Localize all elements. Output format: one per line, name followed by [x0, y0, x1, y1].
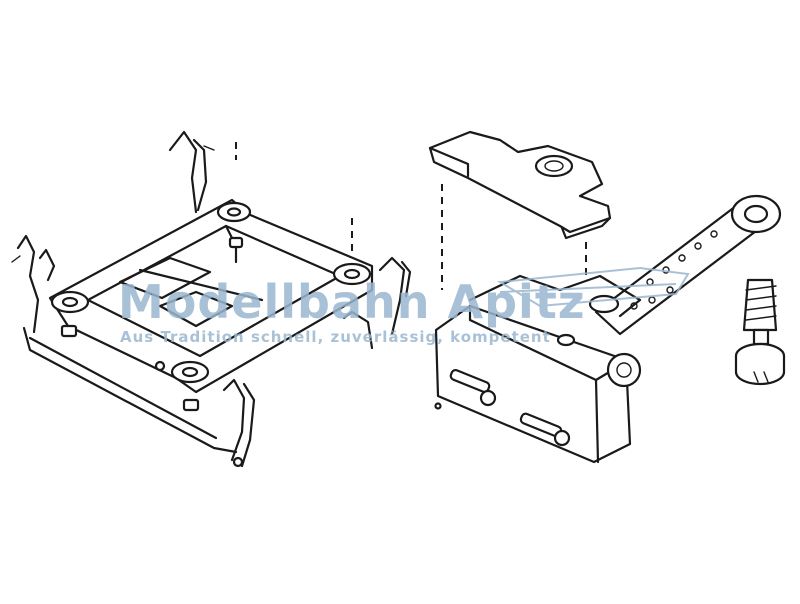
- pin-mid: [154, 360, 166, 372]
- brake-shoe-front: [240, 382, 256, 468]
- watermark-rail-mark: [496, 266, 690, 308]
- arm-hole: [710, 230, 718, 238]
- frame-eye-left-hole: [61, 296, 79, 308]
- gear-hub: [616, 362, 632, 378]
- roller-axle-1: [449, 368, 491, 394]
- watermark-main-text: Modellbahn Apitz: [118, 275, 586, 329]
- bracket-hole-inner: [544, 160, 564, 172]
- worm-screw-drawing: [734, 278, 786, 386]
- frame-eye-rear-hole: [226, 207, 242, 217]
- frame-eye-right-hole: [343, 268, 361, 280]
- bushing-front: [182, 398, 200, 412]
- bogie-frame-drawing: [11, 130, 412, 468]
- brake-shoe-left: [38, 248, 56, 282]
- worm-neck: [752, 328, 770, 346]
- motor-frame-top-hole: [588, 294, 620, 314]
- bracket-left-tab: [428, 146, 470, 178]
- brake-post-rear: [168, 130, 198, 214]
- bracket-right-tab: [560, 216, 612, 240]
- drive-arm-eye-hole: [743, 204, 769, 224]
- worm-head-side: [734, 356, 786, 386]
- brake-post-front: [222, 378, 246, 462]
- bushing-rear: [228, 236, 244, 249]
- arm-hole: [678, 254, 686, 262]
- worm-slot: [753, 371, 769, 383]
- frame-eye-front-hole: [181, 366, 199, 378]
- side-bar-lower-edge: [28, 336, 218, 440]
- watermark-sub-text: Aus Tradition schnell, zuverlässig, komp…: [120, 328, 551, 346]
- arm-hole: [666, 286, 674, 294]
- loose-pin: [434, 402, 442, 410]
- bracket-plate: [428, 130, 612, 234]
- pin-front: [232, 456, 244, 468]
- frame-cross-beam: [138, 268, 264, 302]
- watermark: Modellbahn Apitz Aus Tradition schnell, …: [118, 266, 690, 346]
- brake-link-right: [342, 310, 374, 350]
- motor-frame-mount: [556, 333, 576, 347]
- roller-bushing-2: [553, 429, 571, 447]
- motor-frame-edge: [468, 304, 600, 464]
- gear-wheel: [606, 352, 642, 388]
- bushing-left: [60, 324, 78, 338]
- watermark-rail-line: [499, 283, 677, 293]
- roller-bushing-1: [479, 389, 497, 407]
- frame-window: [118, 256, 212, 300]
- frame-center-pad: [158, 290, 234, 328]
- brake-pin-left: [11, 255, 21, 263]
- drive-arm-holes: [630, 230, 718, 310]
- bracket-hole: [534, 154, 574, 178]
- arm-hole: [694, 242, 702, 250]
- brake-pin-rear: [203, 145, 215, 151]
- worm-thread: [745, 285, 777, 321]
- bracket-plate-drawing: [428, 130, 612, 290]
- brake-shoe-right: [400, 260, 412, 298]
- brake-post-right: [378, 256, 406, 336]
- brake-shoe-rear: [192, 138, 208, 212]
- side-bar-lower: [22, 326, 238, 454]
- brake-post-left: [16, 234, 40, 334]
